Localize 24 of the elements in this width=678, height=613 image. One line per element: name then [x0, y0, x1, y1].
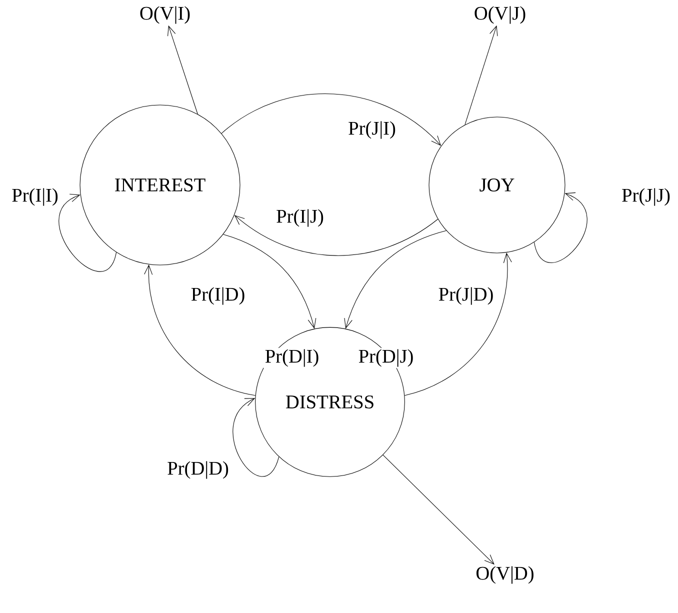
output-label: O(V|J)	[474, 6, 526, 24]
edge-label: Pr(D|I)	[264, 348, 320, 368]
arrow	[221, 94, 442, 146]
edge-label: Pr(J|I)	[346, 120, 398, 140]
arrow	[168, 25, 198, 114]
edge-label: Pr(D|J)	[356, 348, 416, 368]
arrow	[234, 215, 438, 256]
loop-arrow	[58, 194, 117, 272]
arrow	[464, 25, 498, 125]
edge-label: Pr(I|I)	[10, 186, 60, 208]
arrow	[382, 454, 494, 565]
edge-label: Pr(J|J)	[620, 186, 672, 208]
edge-label: Pr(I|D)	[190, 286, 246, 306]
arrow	[144, 264, 256, 396]
edge-label: Pr(D|D)	[166, 460, 230, 480]
arrow	[222, 234, 316, 329]
edge-label: Pr(J|D)	[436, 286, 496, 306]
loop-arrow	[232, 398, 280, 477]
edge-label: Pr(I|J)	[274, 208, 326, 228]
output-label: O(V|D)	[476, 566, 534, 584]
loop-arrow	[534, 192, 588, 263]
arrow	[404, 252, 512, 396]
output-label: O(V|I)	[140, 6, 190, 24]
arrow	[344, 230, 447, 329]
